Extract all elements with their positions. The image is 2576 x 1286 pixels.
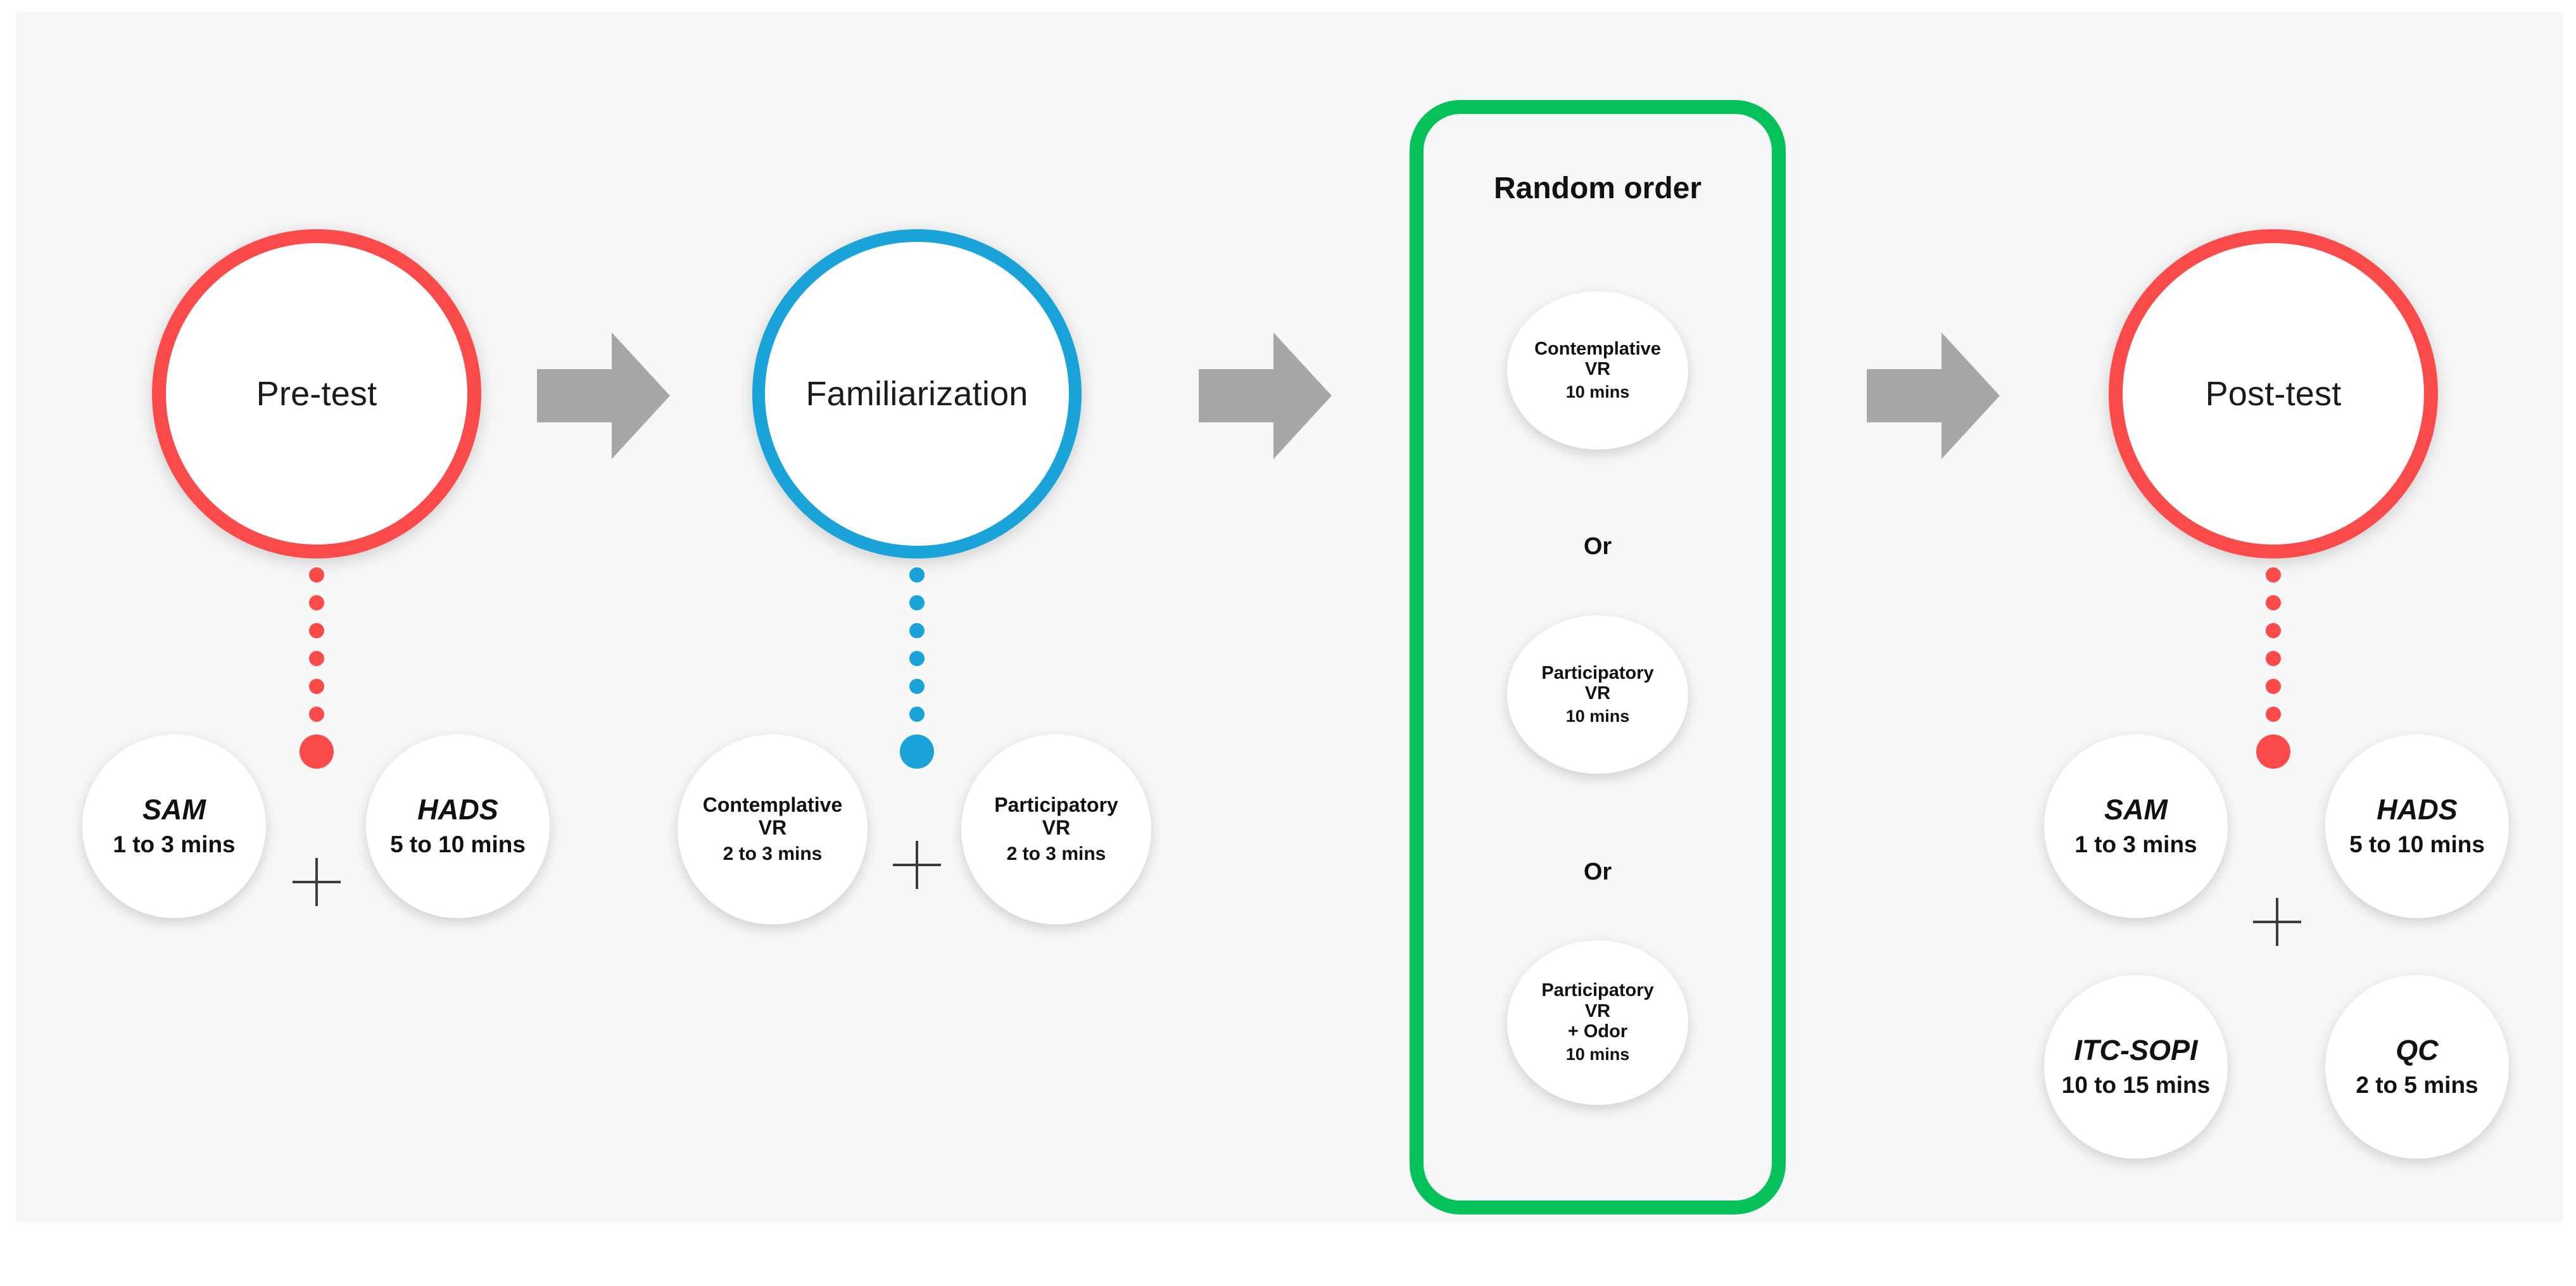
dot xyxy=(2266,595,2281,610)
dot xyxy=(309,707,324,722)
dot xyxy=(2266,707,2281,722)
bubble-title: Participatory xyxy=(1541,662,1654,683)
bubble-title: ITC-SOPI xyxy=(2074,1034,2198,1067)
connector-endpoint xyxy=(300,734,334,769)
dot xyxy=(2266,567,2281,583)
dot xyxy=(909,623,925,638)
bubble-random-contemplative[interactable]: Contemplative VR 10 mins xyxy=(1507,291,1688,450)
dot xyxy=(309,567,324,583)
bubble-duration: 10 mins xyxy=(1565,1044,1630,1064)
connector-endpoint xyxy=(2256,734,2290,769)
dot xyxy=(309,595,324,610)
bubble-title: HADS xyxy=(2377,793,2458,826)
bubble-duration: 10 to 15 mins xyxy=(2061,1071,2211,1098)
dot xyxy=(2266,679,2281,694)
bubble-title-line2: VR xyxy=(758,816,787,839)
bubble-title-line2: VR xyxy=(1584,683,1611,704)
bubble-posttest-qc[interactable]: QC 2 to 5 mins xyxy=(2325,975,2509,1159)
dot xyxy=(2266,623,2281,638)
stage-pre-test[interactable]: Pre-test xyxy=(152,229,481,558)
stage-familiarization-label: Familiarization xyxy=(805,375,1028,413)
bubble-duration: 5 to 10 mins xyxy=(390,831,526,857)
bubble-duration: 2 to 5 mins xyxy=(2356,1071,2478,1098)
bubble-pretest-hads[interactable]: HADS 5 to 10 mins xyxy=(366,734,550,918)
stage-post-test[interactable]: Post-test xyxy=(2109,229,2438,558)
plus-icon-familiarization xyxy=(893,841,941,889)
connector-post-test xyxy=(2256,562,2290,769)
bubble-title: SAM xyxy=(2104,793,2168,826)
arrow-3-icon xyxy=(1867,332,2000,459)
random-order-separator-1: Or xyxy=(1583,533,1612,560)
stage-post-test-label: Post-test xyxy=(2205,375,2342,413)
bubble-title-line2: VR xyxy=(1584,359,1611,380)
bubble-title: Participatory xyxy=(1541,980,1654,1001)
stage-familiarization[interactable]: Familiarization xyxy=(752,229,1082,558)
bubble-pretest-sam[interactable]: SAM 1 to 3 mins xyxy=(82,734,266,918)
connector-endpoint xyxy=(900,734,934,769)
bubble-title: Contemplative xyxy=(1534,338,1661,359)
bubble-title: Contemplative xyxy=(702,793,843,816)
bubble-duration: 1 to 3 mins xyxy=(2074,831,2197,857)
bubble-duration: 1 to 3 mins xyxy=(113,831,236,857)
bubble-familiarization-contemplative[interactable]: Contemplative VR 2 to 3 mins xyxy=(678,734,868,924)
connector-familiarization xyxy=(900,562,934,769)
arrow-1-icon xyxy=(537,332,670,459)
bubble-posttest-sam[interactable]: SAM 1 to 3 mins xyxy=(2044,734,2228,918)
bubble-duration: 10 mins xyxy=(1565,382,1630,401)
bubble-title: Participatory xyxy=(994,793,1118,816)
dot xyxy=(309,679,324,694)
dot xyxy=(2266,651,2281,666)
bubble-familiarization-participatory[interactable]: Participatory VR 2 to 3 mins xyxy=(961,734,1151,924)
bubble-duration: 2 to 3 mins xyxy=(1006,843,1106,864)
bubble-duration: 2 to 3 mins xyxy=(723,843,823,864)
dot xyxy=(909,651,925,666)
bubble-title-line2: VR xyxy=(1584,1000,1611,1021)
dot xyxy=(909,679,925,694)
arrow-2-icon xyxy=(1199,332,1332,459)
bubble-posttest-itc-sopi[interactable]: ITC-SOPI 10 to 15 mins xyxy=(2044,975,2228,1159)
bubble-title: HADS xyxy=(417,793,498,826)
connector-pre-test xyxy=(300,562,334,769)
bubble-posttest-hads[interactable]: HADS 5 to 10 mins xyxy=(2325,734,2509,918)
bubble-random-participatory-odor[interactable]: Participatory VR + Odor 10 mins xyxy=(1507,940,1688,1105)
random-order-title: Random order xyxy=(1493,172,1702,205)
plus-vertical xyxy=(315,858,318,906)
dot xyxy=(909,707,925,722)
dot xyxy=(309,651,324,666)
bubble-title: SAM xyxy=(142,793,206,826)
bubble-title-line2: VR xyxy=(1042,816,1071,839)
bubble-duration: 10 mins xyxy=(1565,706,1630,726)
plus-icon-pretest xyxy=(293,858,341,906)
random-order-separator-2: Or xyxy=(1583,859,1612,885)
bubble-title-line3: + Odor xyxy=(1567,1021,1628,1042)
dot xyxy=(309,623,324,638)
plus-icon-posttest xyxy=(2253,898,2301,946)
bubble-title: QC xyxy=(2396,1034,2439,1067)
bubble-random-participatory[interactable]: Participatory VR 10 mins xyxy=(1507,615,1688,774)
stage-pre-test-label: Pre-test xyxy=(256,375,377,413)
dot xyxy=(909,567,925,583)
bubble-duration: 5 to 10 mins xyxy=(2349,831,2485,857)
plus-vertical xyxy=(916,841,918,889)
dot xyxy=(909,595,925,610)
random-order-panel xyxy=(1410,100,1786,1214)
plus-vertical xyxy=(2276,898,2278,946)
